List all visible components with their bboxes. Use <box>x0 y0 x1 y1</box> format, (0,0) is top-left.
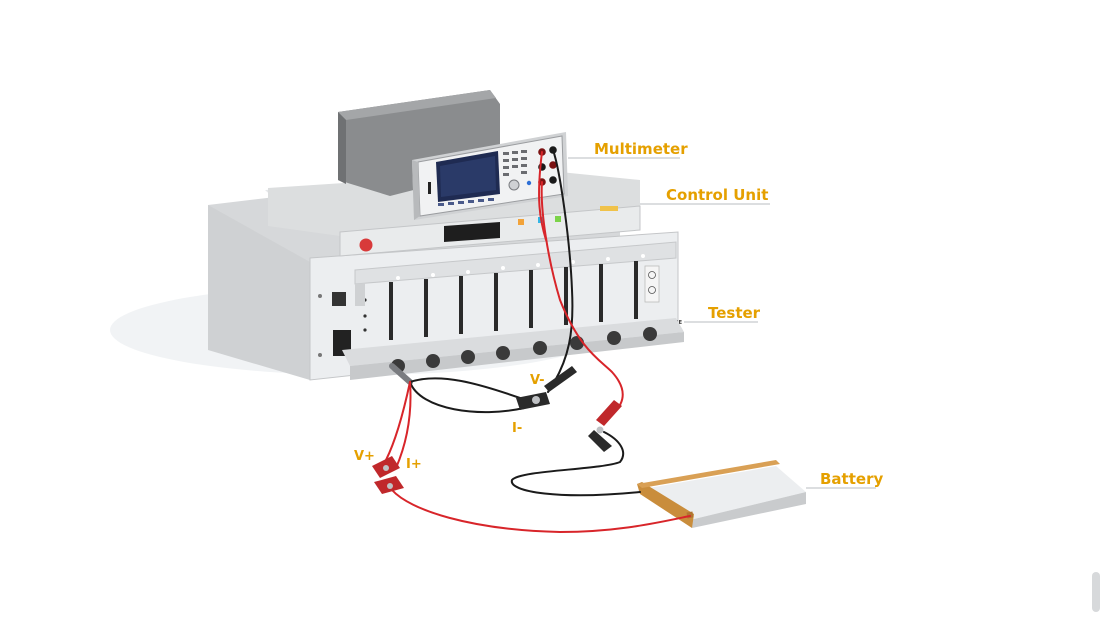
i-plus-label: I+ <box>406 457 422 472</box>
callout-lines <box>568 157 876 489</box>
multimeter <box>338 90 568 220</box>
scrollbar-thumb[interactable] <box>1092 572 1100 612</box>
black-wire <box>547 149 574 393</box>
softkey-button[interactable] <box>438 203 444 206</box>
channel-connector[interactable] <box>607 331 621 345</box>
control-unit-display <box>444 222 500 242</box>
channel-slot <box>459 276 463 334</box>
multimeter-label: Multimeter <box>594 140 688 158</box>
tester-label: Tester <box>708 304 761 322</box>
black-wire <box>409 381 525 414</box>
red-wire <box>391 489 691 534</box>
black-clip[interactable] <box>516 392 550 410</box>
terminal-i[interactable] <box>549 161 557 169</box>
red-wire <box>538 151 547 241</box>
channel-slot <box>494 273 498 331</box>
softkey-button[interactable] <box>448 202 454 205</box>
wires <box>385 149 691 534</box>
channel-connector[interactable] <box>426 354 440 368</box>
channel-slot <box>424 279 428 337</box>
channel-slot <box>634 261 638 319</box>
channel-slot <box>599 264 603 322</box>
black-wire <box>409 377 521 399</box>
battery-label: Battery <box>820 470 883 488</box>
channel-slot <box>564 267 568 325</box>
black-lead[interactable] <box>544 366 577 392</box>
channel-connector[interactable] <box>496 346 510 360</box>
red-clip-right[interactable] <box>588 400 622 452</box>
channel-slot <box>389 282 393 340</box>
terminal-sense-lo[interactable] <box>549 176 557 184</box>
status-led-orange <box>518 219 524 225</box>
red-wire <box>385 381 411 461</box>
labels: Multimeter Control Unit Tester Battery V… <box>354 140 883 488</box>
softkey-button[interactable] <box>468 200 474 203</box>
status-led-green <box>555 216 561 222</box>
multimeter-keypad <box>503 150 527 176</box>
black-wire <box>510 431 641 497</box>
control-unit-logo <box>600 206 618 211</box>
tester-channels <box>389 254 645 340</box>
v-minus-label: V- <box>530 373 545 388</box>
channel-connector[interactable] <box>461 350 475 364</box>
softkey-button[interactable] <box>478 199 484 202</box>
red-wire <box>395 381 412 469</box>
multimeter-dial[interactable] <box>508 179 520 191</box>
tester-cable <box>389 363 413 385</box>
clips <box>372 366 622 494</box>
control-unit-label: Control Unit <box>666 186 768 204</box>
multimeter-power-button[interactable] <box>428 182 431 194</box>
multimeter-run-button[interactable] <box>526 180 532 186</box>
softkey-button[interactable] <box>458 201 464 204</box>
channel-connector[interactable] <box>533 341 547 355</box>
control-unit-power-button[interactable] <box>359 238 373 252</box>
channel-connector[interactable] <box>643 327 657 341</box>
v-plus-label: V+ <box>354 449 375 464</box>
i-minus-label: I- <box>512 421 522 436</box>
softkey-button[interactable] <box>488 198 494 201</box>
tester-power-inlet <box>333 330 351 356</box>
red-clip-iplus[interactable] <box>374 476 404 494</box>
red-wire <box>540 181 624 421</box>
channel-slot <box>529 270 533 328</box>
red-clip-vplus[interactable] <box>372 456 400 478</box>
battery <box>637 460 806 528</box>
tester-power-switch[interactable] <box>332 292 346 306</box>
